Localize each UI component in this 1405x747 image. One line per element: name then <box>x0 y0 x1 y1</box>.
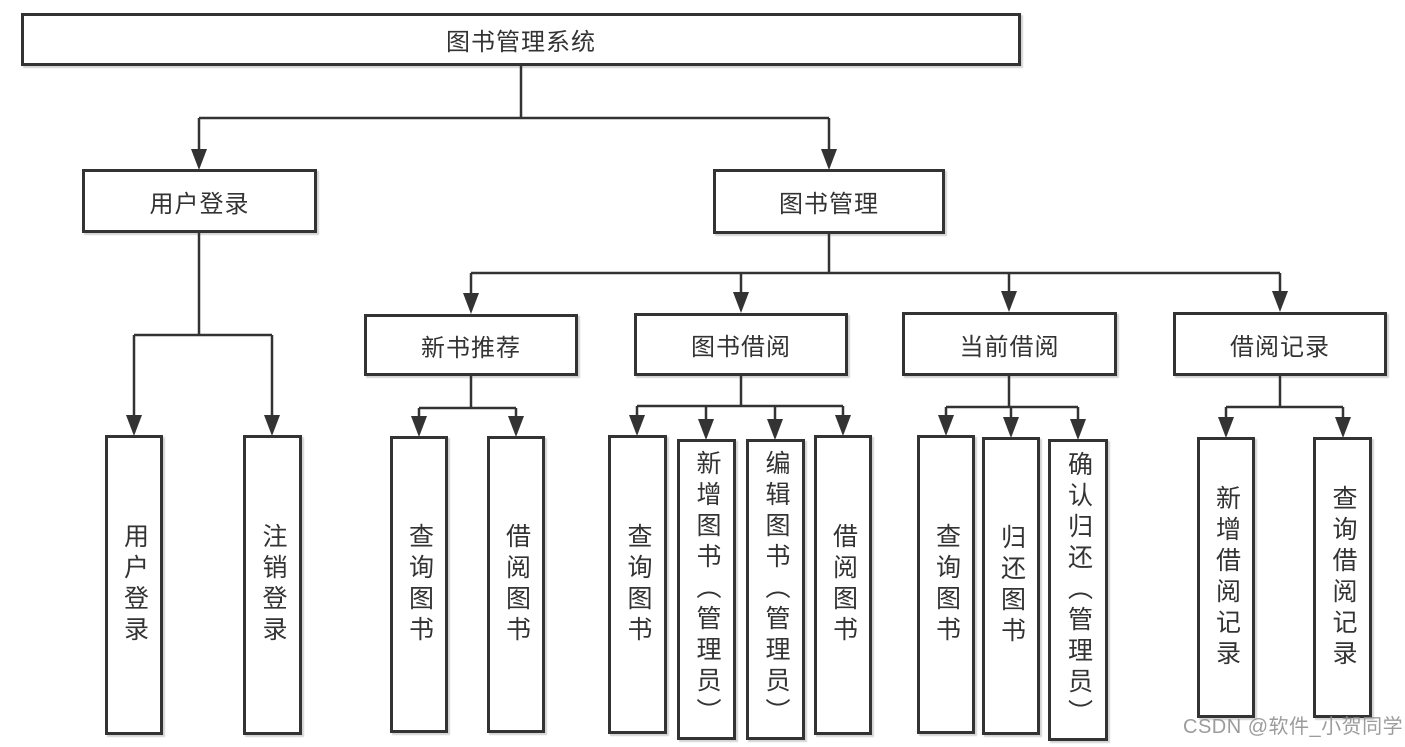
node-book-management: 图书管理 <box>713 169 945 234</box>
node-label: 新书推荐 <box>421 334 521 362</box>
node-user-login: 用户登录 <box>82 169 317 233</box>
node-label: 借阅记录 <box>1230 333 1330 361</box>
node-label: 当前借阅 <box>959 333 1060 361</box>
node-current-borrowing: 当前借阅 <box>902 312 1117 376</box>
node-book-borrowing: 图书借阅 <box>634 313 848 376</box>
leaf-query-books-current: 查询图书 <box>917 435 975 734</box>
leaf-borrow-books: 借阅图书 <box>814 435 872 735</box>
node-label: 借阅图书 <box>502 522 531 647</box>
node-label: 图书借阅 <box>691 334 791 361</box>
leaf-add-books-admin: 新增图书（管理员） <box>677 439 736 740</box>
leaf-return-books: 归还图书 <box>982 437 1040 735</box>
leaf-query-books-borrow: 查询图书 <box>608 435 667 734</box>
node-new-book-recommendation: 新书推荐 <box>364 314 578 376</box>
node-label: 借阅图书 <box>829 523 858 647</box>
node-label: 查询借阅记录 <box>1329 484 1357 671</box>
node-label: 确认归还（管理员） <box>1064 450 1093 730</box>
node-label: 查询图书 <box>932 522 961 647</box>
node-label: 用户登录 <box>120 523 149 647</box>
node-borrowing-records: 借阅记录 <box>1173 312 1387 376</box>
node-label: 归还图书 <box>997 524 1026 648</box>
leaf-edit-books-admin: 编辑图书（管理员） <box>746 439 805 740</box>
leaf-confirm-return-admin: 确认归还（管理员） <box>1048 439 1108 741</box>
node-library-management-system: 图书管理系统 <box>21 13 1021 66</box>
csdn-watermark: CSDN @软件_小贺同学 <box>1183 716 1404 738</box>
leaf-add-borrow-record: 新增借阅记录 <box>1197 437 1255 718</box>
leaf-borrow-books-recommend: 借阅图书 <box>487 436 545 733</box>
node-label: 编辑图书（管理员） <box>762 450 790 729</box>
node-label: 图书管理 <box>779 191 879 218</box>
leaf-logout: 注销登录 <box>243 435 302 735</box>
node-label: 新增借阅记录 <box>1212 484 1241 671</box>
leaf-query-borrow-record: 查询借阅记录 <box>1313 437 1372 718</box>
node-label: 新增图书（管理员） <box>693 450 721 729</box>
node-label: 图书管理系统 <box>446 29 596 56</box>
node-label: 查询图书 <box>405 522 434 647</box>
node-label: 查询图书 <box>624 522 652 647</box>
leaf-query-books-recommend: 查询图书 <box>390 436 448 733</box>
node-label: 用户登录 <box>149 190 250 218</box>
arrowheads <box>126 149 1351 440</box>
node-label: 注销登录 <box>259 523 287 647</box>
leaf-user-login: 用户登录 <box>105 435 163 735</box>
